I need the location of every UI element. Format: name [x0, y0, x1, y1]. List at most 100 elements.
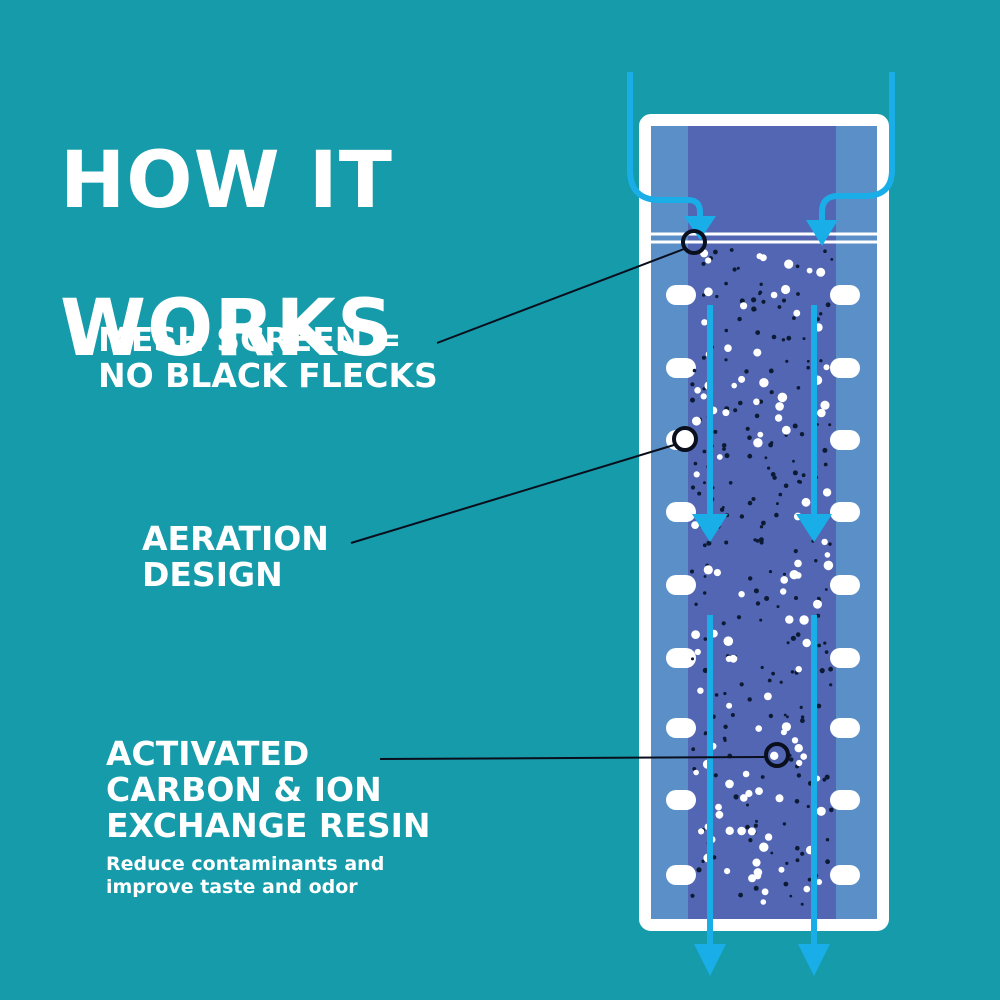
carbon-particle: [745, 426, 750, 431]
resin-bead: [694, 648, 701, 656]
resin-bead: [820, 400, 830, 410]
carbon-particle: [794, 596, 798, 600]
resin-bead: [715, 803, 722, 811]
carbon-particle: [828, 542, 832, 546]
carbon-particle: [736, 615, 742, 620]
resin-bead: [774, 414, 783, 422]
carbon-particle: [823, 641, 827, 645]
left-inlet-arrow-path: [627, 72, 703, 220]
carbon-particle: [767, 678, 772, 683]
carbon-particle: [797, 479, 801, 484]
carbon-particle: [783, 572, 786, 576]
carbon-particle: [799, 432, 805, 437]
carbon-particle: [753, 588, 759, 594]
mesh-screen-label: MESH SCREEN = NO BLACK FLECKS: [98, 322, 438, 394]
carbon-particle: [824, 774, 830, 780]
carbon-particle: [767, 466, 771, 470]
resin-bead: [693, 471, 700, 478]
aeration-slot: [830, 430, 860, 450]
carbon-particle: [783, 713, 787, 717]
resin-bead: [740, 794, 748, 802]
carbon-particle: [694, 602, 698, 606]
carbon-particle: [697, 491, 702, 496]
right-inlet-arrowhead: [806, 220, 838, 246]
resin-bead: [780, 588, 787, 595]
carbon-particle: [721, 506, 725, 509]
resin-bead: [692, 416, 701, 426]
carbon-particle: [721, 443, 727, 448]
carbon-particle: [736, 266, 740, 270]
resin-bead: [725, 655, 733, 663]
resin-bead: [716, 454, 723, 460]
carbon-particle: [816, 613, 821, 618]
mesh-marker-circle: [681, 229, 707, 255]
resin-bead: [800, 753, 807, 760]
carbon-particle: [768, 368, 774, 374]
carbon-particle: [790, 635, 797, 641]
resin-bead: [755, 787, 763, 795]
resin-bead: [697, 687, 704, 694]
resin-bead: [738, 591, 745, 598]
resin-bead: [713, 569, 722, 577]
carbon-particle: [781, 338, 786, 342]
resin-bead: [781, 425, 791, 435]
carbon-particle: [703, 575, 707, 578]
aeration-slot: [666, 648, 696, 668]
carbon-particle: [800, 718, 805, 724]
carbon-particle: [715, 294, 719, 299]
resin-bead: [785, 615, 794, 624]
carbon-particle: [771, 671, 775, 676]
carbon-particle: [702, 667, 709, 674]
flow-arrowheads: [692, 514, 832, 976]
resin-bead: [757, 431, 764, 438]
carbon-particle: [828, 423, 832, 427]
carbon-particle: [761, 299, 766, 304]
carbon-particle: [792, 423, 798, 429]
aeration-slot: [830, 502, 860, 522]
resin-bead: [775, 402, 784, 411]
carbon-particle: [800, 851, 805, 856]
carbon-particle: [738, 892, 743, 898]
carbon-particle: [770, 851, 774, 855]
carbon-particle: [692, 368, 697, 373]
carbon-particle: [755, 819, 758, 823]
carbon-particle: [830, 258, 834, 261]
carbon-particle: [702, 387, 706, 391]
carbon-particle: [739, 298, 745, 304]
resin-bead: [770, 291, 778, 299]
carbon-particle: [760, 665, 764, 670]
resin-bead: [726, 702, 733, 709]
carbon-particle: [703, 637, 708, 641]
resin-bead: [701, 319, 708, 326]
resin-bead: [778, 866, 785, 873]
resin-bead: [731, 382, 737, 389]
carbon-particle: [800, 715, 805, 719]
carbon-particle: [795, 858, 800, 863]
aeration-design-label: AERATION DESIGN: [142, 521, 329, 593]
carbon-particle: [778, 492, 783, 497]
carbon-particle: [776, 605, 780, 609]
carbon-particle: [693, 461, 698, 466]
carbon-particle: [746, 803, 749, 807]
carbon-particle: [825, 302, 831, 308]
carbon-particle: [823, 462, 828, 467]
carbon-label-line-1: ACTIVATED: [106, 734, 310, 773]
carbon-particle: [796, 386, 801, 390]
carbon-particle: [722, 736, 727, 741]
internal-flow-arrows: [707, 305, 817, 950]
carbon-particle: [761, 520, 766, 526]
mesh-leader-line: [436, 248, 685, 344]
carbon-particle: [754, 413, 760, 419]
resin-bead: [794, 559, 802, 568]
callout-markers: [672, 229, 790, 768]
carbon-particle: [824, 650, 829, 654]
carbon-particle: [747, 697, 752, 702]
carbon-particle: [732, 267, 737, 272]
resin-bead: [703, 565, 713, 575]
carbon-particle: [807, 877, 812, 882]
carbon-particle: [701, 859, 705, 863]
carbon-particle: [701, 261, 706, 266]
carbon-particle: [792, 459, 795, 463]
carbon-particle: [744, 369, 749, 374]
